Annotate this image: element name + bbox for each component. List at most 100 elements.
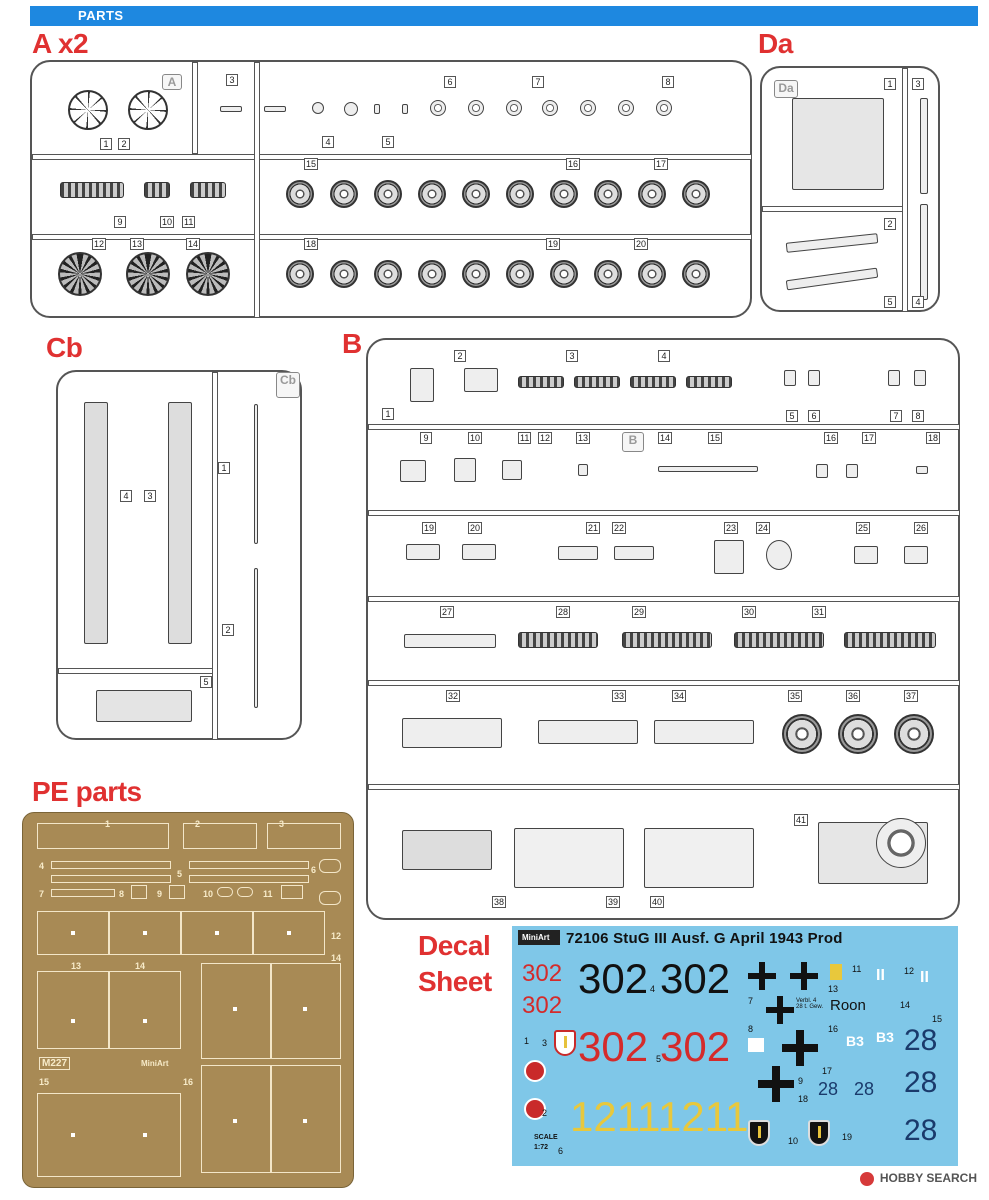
part-number: 12 — [538, 432, 553, 444]
part-number: 34 — [672, 690, 687, 702]
road-wheel-part — [286, 180, 314, 208]
sprue-a-rail-3 — [254, 62, 260, 318]
pe-dot — [233, 1007, 237, 1011]
decal-28-small: 28 — [854, 1079, 875, 1099]
pe-number: 4 — [39, 861, 45, 871]
part-number: 41 — [794, 814, 809, 826]
small-part — [264, 106, 286, 112]
header-title: PARTS — [78, 8, 124, 23]
small-part — [888, 370, 900, 386]
part-number: 19 — [422, 522, 437, 534]
sprue-da-tag: Da — [774, 80, 798, 98]
hull-plate-part — [402, 718, 502, 748]
side-frame-part — [84, 402, 108, 644]
pe-dot — [233, 1119, 237, 1123]
part-number: 2 — [884, 218, 896, 230]
part-number: 15 — [708, 432, 723, 444]
pe-part — [37, 823, 169, 849]
pe-part — [109, 911, 181, 955]
part-number: 32 — [446, 690, 461, 702]
decal-shield — [748, 1120, 770, 1146]
pe-dot — [143, 1133, 147, 1137]
disc-part — [542, 100, 558, 116]
part-number: 6 — [444, 76, 456, 88]
sprue-b-rail — [368, 596, 960, 602]
pe-part — [201, 963, 271, 1059]
pe-part — [183, 823, 257, 849]
idler-wheel-part — [838, 714, 878, 754]
part-number: 4 — [322, 136, 334, 148]
part-number: 17 — [862, 432, 877, 444]
part-number: 4 — [912, 296, 924, 308]
small-part — [816, 464, 828, 478]
bracket-part — [686, 376, 732, 388]
small-part — [846, 464, 858, 478]
decal-badge — [524, 1060, 546, 1082]
small-part — [402, 104, 408, 114]
pe-part — [181, 911, 253, 955]
box-part — [464, 368, 498, 392]
part-number: 16 — [824, 432, 839, 444]
watermark: HOBBY SEARCH — [859, 1171, 977, 1186]
pe-part — [109, 971, 181, 1049]
track-part — [60, 182, 124, 198]
part-number: 1 — [382, 408, 394, 420]
wheel-part — [68, 90, 108, 130]
decal-number: 17 — [822, 1066, 833, 1076]
pe-number: 15 — [39, 1077, 50, 1087]
track-part — [190, 182, 226, 198]
decal-28: 28 — [904, 1114, 938, 1147]
decal-28: 28 — [904, 1024, 938, 1057]
label-sprue-da: Da — [758, 28, 793, 59]
small-part — [784, 370, 796, 386]
superstructure-part — [644, 828, 754, 888]
part-number: 39 — [606, 896, 621, 908]
part-number: 14 — [658, 432, 673, 444]
pe-dot — [143, 931, 147, 935]
sprue-da-rail — [762, 206, 908, 212]
sprue-cb-tag: Cb — [276, 372, 300, 398]
rod-part — [254, 568, 258, 708]
part-number: 10 — [468, 432, 483, 444]
superstructure-part — [514, 828, 624, 888]
decal-28-small: 28 — [818, 1079, 839, 1099]
sprue-da-rail — [902, 68, 908, 312]
part-number: 23 — [724, 522, 739, 534]
part-number: 37 — [904, 690, 919, 702]
pe-part — [217, 887, 233, 897]
bracket-part — [406, 544, 440, 560]
decal-spade-emblem — [748, 1038, 764, 1052]
decal-302-red: 302 — [578, 1023, 649, 1070]
track-guard-part — [404, 634, 496, 648]
pe-dot — [71, 1019, 75, 1023]
hull-plate-part — [792, 98, 884, 190]
hobby-search-logo-icon — [859, 1172, 874, 1186]
watermark-text: HOBBY SEARCH — [879, 1171, 977, 1186]
disc-part — [468, 100, 484, 116]
part-number: 9 — [420, 432, 432, 444]
pe-part — [169, 885, 185, 899]
mantlet-part — [714, 540, 744, 574]
road-wheel-part — [682, 260, 710, 288]
pe-brand: MiniArt — [141, 1059, 169, 1068]
pe-number: 16 — [183, 1077, 194, 1087]
decal-number: 3 — [542, 1038, 548, 1048]
part-number: 3 — [226, 74, 238, 86]
sprue-cb-frame: Cb 1 2 3 4 5 — [56, 370, 302, 740]
part-number: 11 — [518, 432, 532, 444]
decal-302-red: 302 — [660, 1023, 731, 1070]
pe-number: 9 — [157, 889, 163, 899]
part-number: 35 — [788, 690, 803, 702]
part-number: 28 — [556, 606, 571, 618]
pe-code: M227 — [39, 1057, 71, 1070]
pe-part — [37, 1093, 181, 1177]
disc-part — [430, 100, 446, 116]
pe-number: 13 — [71, 961, 82, 971]
decal-number: 19 — [842, 1132, 853, 1142]
decal-number: 16 — [828, 1024, 839, 1034]
balkenkreuz-decal — [766, 996, 794, 1024]
decal-302-red-small: 302 — [522, 960, 563, 987]
idler-wheel-part — [894, 714, 934, 754]
road-wheel-part — [594, 180, 622, 208]
part-number: 20 — [468, 522, 483, 534]
